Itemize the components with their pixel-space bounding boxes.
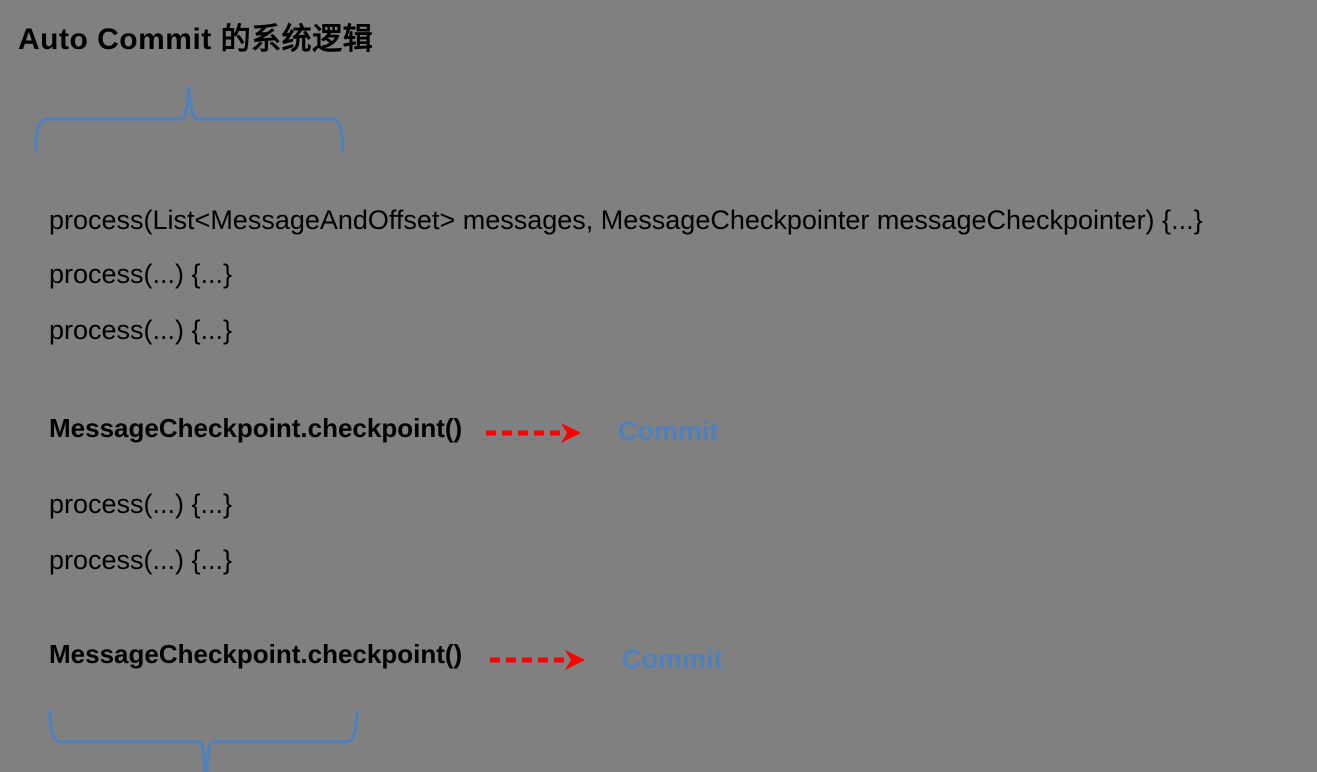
commit-label: Commit xyxy=(618,416,719,446)
code-line: process(...) {...} xyxy=(49,545,233,575)
checkpoint-call: MessageCheckpoint.checkpoint() xyxy=(49,639,463,669)
page-title: Auto Commit 的系统逻辑 xyxy=(18,23,374,56)
top-brace-icon xyxy=(34,86,345,152)
code-line: process(...) {...} xyxy=(49,315,233,345)
red-dashed-arrow-icon xyxy=(486,423,581,443)
code-line: process(...) {...} xyxy=(49,259,233,289)
bottom-brace-icon xyxy=(48,710,359,772)
checkpoint-call: MessageCheckpoint.checkpoint() xyxy=(49,413,463,443)
code-line: process(List<MessageAndOffset> messages,… xyxy=(49,205,1203,235)
code-line: process(...) {...} xyxy=(49,489,233,519)
commit-label: Commit xyxy=(622,644,723,674)
red-dashed-arrow-icon xyxy=(490,650,585,670)
